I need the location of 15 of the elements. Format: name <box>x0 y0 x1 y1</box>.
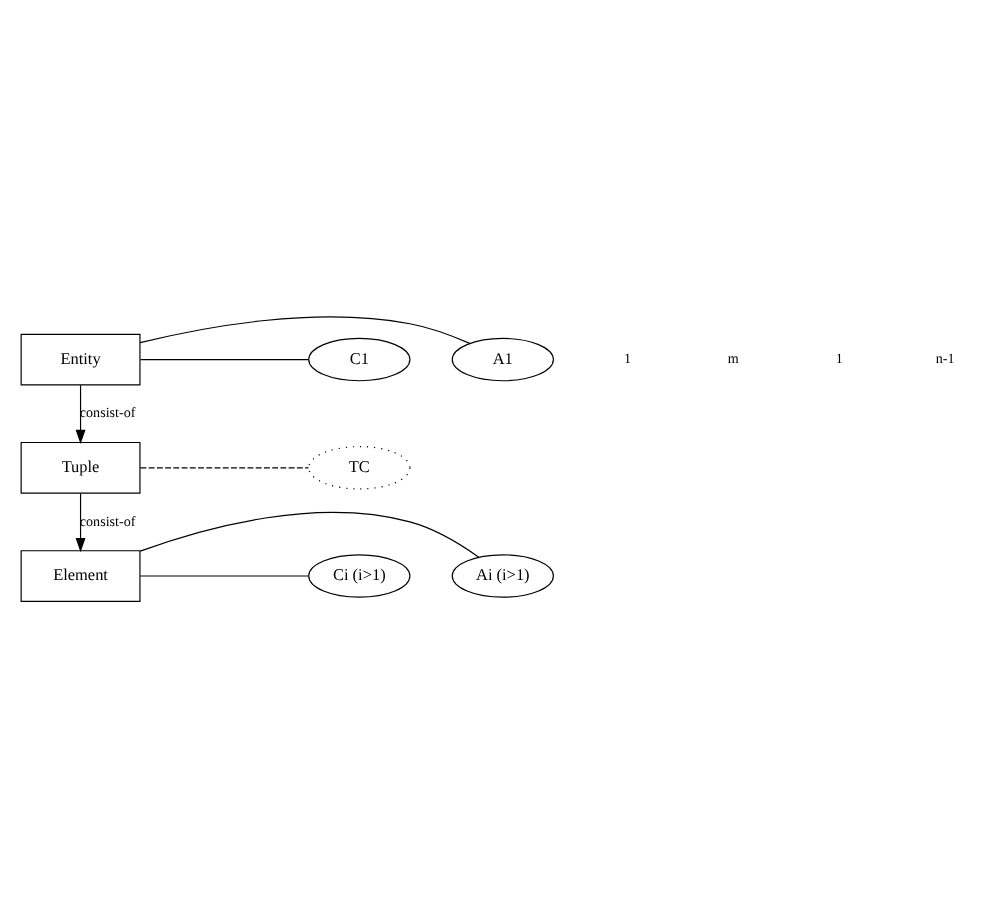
arrow <box>75 491 86 552</box>
connector <box>139 315 471 343</box>
node-box: Entity <box>20 332 141 385</box>
connector <box>139 466 310 468</box>
node-ellipse: A1 <box>451 336 554 381</box>
node-ellipse: TC <box>308 445 411 489</box>
connector <box>139 358 310 360</box>
connector <box>139 510 480 557</box>
node-ellipse: Ai (i>1) <box>451 553 554 597</box>
connector <box>139 574 310 576</box>
arrow <box>75 383 86 443</box>
node-ellipse: Ci (i>1) <box>308 553 411 597</box>
node-ellipse: C1 <box>308 336 411 381</box>
node-box: Element <box>20 549 141 601</box>
node-box: Tuple <box>20 440 141 493</box>
